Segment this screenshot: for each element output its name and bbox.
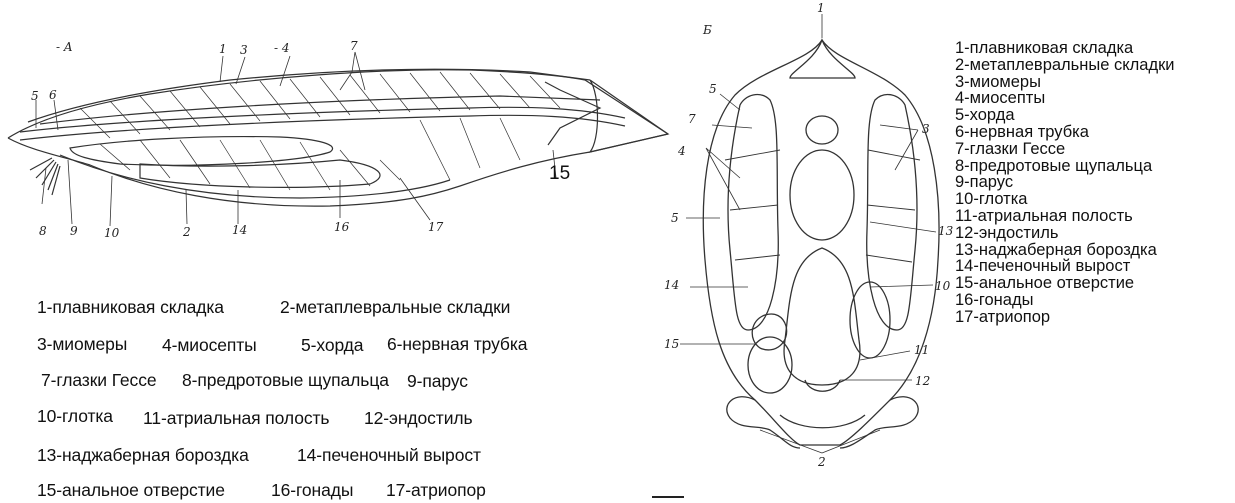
caption-15: 15-анальное отверстие xyxy=(37,480,225,501)
figure-letter-b: Б xyxy=(703,23,712,37)
caption-11: 11-атриальная полость xyxy=(143,408,329,429)
label-r13: 13 xyxy=(938,224,953,238)
label-r14: 14 xyxy=(664,278,679,292)
label-8: 8 xyxy=(39,224,47,238)
legend-item: 11-атриальная полость xyxy=(955,208,1175,225)
gonad-left xyxy=(748,337,792,393)
myomere-left xyxy=(728,95,778,330)
label-10: 10 xyxy=(104,226,119,240)
gonad-right xyxy=(850,282,890,358)
dorsal-fin-fold xyxy=(28,69,590,122)
label-2: 2 xyxy=(183,225,191,239)
caption-5: 5-хорда xyxy=(301,335,363,356)
legend-item: 16-гонады xyxy=(955,292,1175,309)
metapleural-fold-left xyxy=(727,397,800,448)
caption-14: 14-печеночный вырост xyxy=(297,445,481,466)
label-6: 6 xyxy=(49,88,57,102)
pharynx-section xyxy=(784,248,860,385)
label-r5a: 5 xyxy=(709,82,717,96)
gonads xyxy=(140,160,380,187)
label-7: 7 xyxy=(350,39,358,53)
label-1: 1 xyxy=(219,42,227,56)
label-r2: 2 xyxy=(818,455,826,469)
legend-item: 2-метаплевральные складки xyxy=(955,57,1175,74)
label-r12: 12 xyxy=(915,374,930,388)
myomere-right xyxy=(867,95,917,330)
caption-13: 13-наджаберная бороздка xyxy=(37,445,249,466)
notochord xyxy=(20,107,625,132)
caption-10: 10-глотка xyxy=(37,406,113,427)
pharynx xyxy=(70,137,333,166)
legend-item: 1-плавниковая складка xyxy=(955,40,1175,57)
label-5: 5 xyxy=(31,89,39,103)
label-r7: 7 xyxy=(688,112,696,126)
legend-item: 7-глазки Гессе xyxy=(955,141,1175,158)
label-14: 14 xyxy=(232,223,247,237)
label-15: 15 xyxy=(549,163,570,185)
legend-item: 3-миомеры xyxy=(955,74,1175,91)
body-dorsal-outline xyxy=(8,70,668,138)
cross-section-outline xyxy=(703,40,939,445)
caption-2: 2-метаплевральные складки xyxy=(280,297,510,318)
legend-item: 13-наджаберная бороздка xyxy=(955,242,1175,259)
label-4: - 4 xyxy=(274,41,290,55)
caption-1: 1-плавниковая складка xyxy=(37,297,224,318)
caption-4: 4-миосепты xyxy=(162,335,257,356)
caption-6: 6-нервная трубка xyxy=(387,334,527,355)
label-r3: 3 xyxy=(922,122,930,136)
legend-item: 5-хорда xyxy=(955,107,1175,124)
caption-3: 3-миомеры xyxy=(37,334,127,355)
caption-16: 16-гонады xyxy=(271,480,353,501)
legend-item: 4-миосепты xyxy=(955,90,1175,107)
label-r4: 4 xyxy=(678,144,686,158)
label-r1: 1 xyxy=(817,1,825,15)
label-r10: 10 xyxy=(935,279,950,293)
legend-item: 8-предротовые щупальца xyxy=(955,158,1175,175)
notochord-section xyxy=(790,150,854,240)
caption-9: 9-парус xyxy=(407,371,468,392)
divider-mark xyxy=(652,496,684,498)
legend-item: 12-эндостиль xyxy=(955,225,1175,242)
label-3: 3 xyxy=(240,43,248,57)
nerve-tube xyxy=(806,116,838,144)
label-r15: 15 xyxy=(664,337,679,351)
caption-7: 7-глазки Гессе xyxy=(41,370,157,391)
right-legend: 1-плавниковая складка 2-метаплевральные … xyxy=(955,40,1175,326)
label-16: 16 xyxy=(334,220,349,234)
liver-diverticulum xyxy=(752,314,786,350)
label-r5b: 5 xyxy=(671,211,679,225)
label-r11: 11 xyxy=(914,343,929,357)
caption-12: 12-эндостиль xyxy=(364,408,473,429)
legend-item: 14-печеночный вырост xyxy=(955,258,1175,275)
legend-item: 17-атриопор xyxy=(955,309,1175,326)
label-17: 17 xyxy=(428,220,443,234)
legend-item: 15-анальное отверстие xyxy=(955,275,1175,292)
label-9: 9 xyxy=(70,224,78,238)
legend-item: 9-парус xyxy=(955,174,1175,191)
lancelet-cross-section xyxy=(680,14,939,453)
figure-letter-a: - A xyxy=(56,40,73,54)
caption-17: 17-атриопор xyxy=(386,480,486,501)
caption-8: 8-предротовые щупальца xyxy=(182,370,389,391)
legend-item: 10-глотка xyxy=(955,191,1175,208)
legend-item: 6-нервная трубка xyxy=(955,124,1175,141)
